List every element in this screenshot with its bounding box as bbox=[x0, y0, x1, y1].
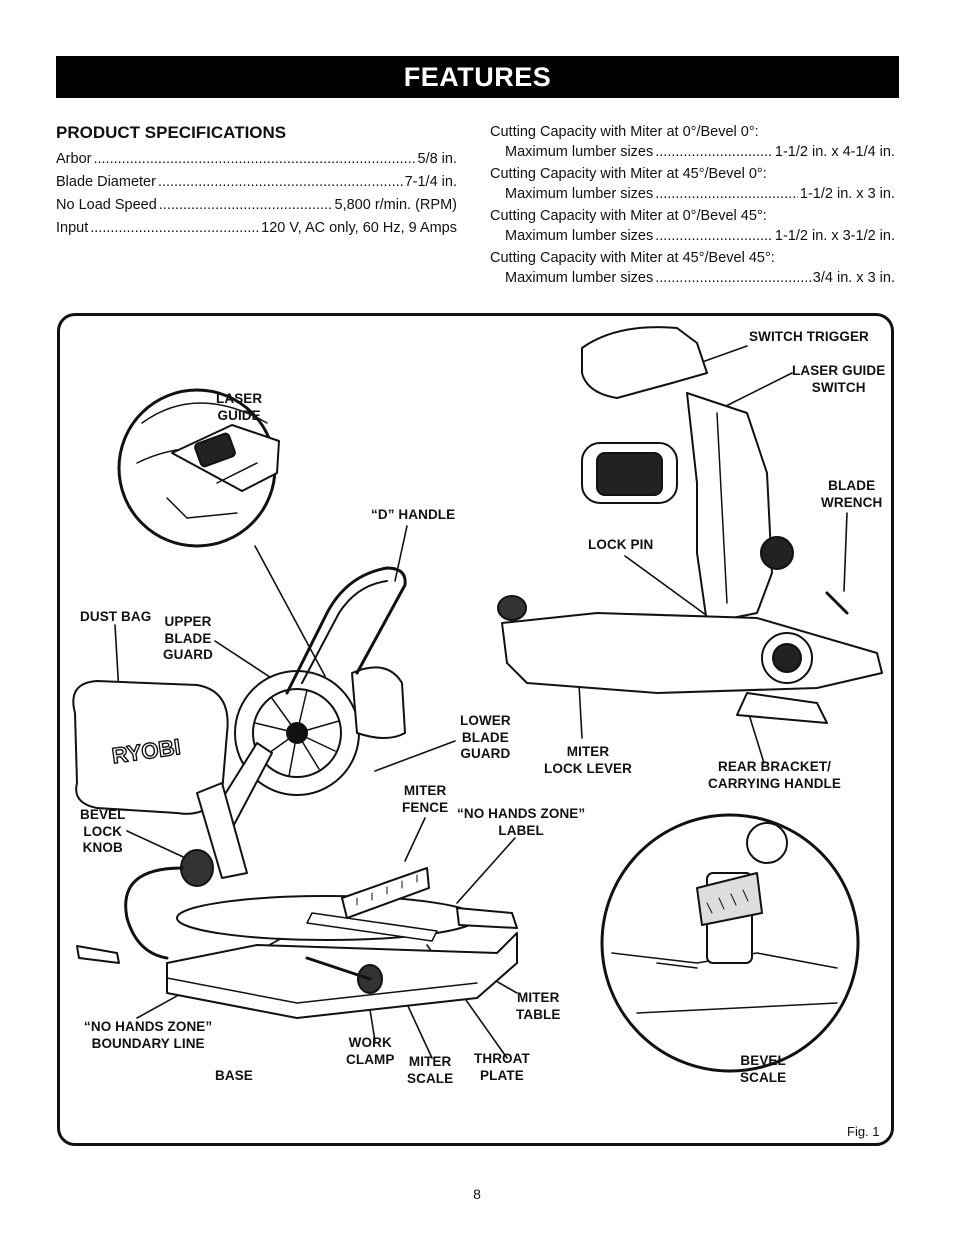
spec-row-no-load-speed: No Load Speed 5,800 r/min. (RPM) bbox=[56, 197, 457, 217]
dot-leader bbox=[655, 228, 773, 244]
callout-lower-blade-guard: LOWER BLADE GUARD bbox=[460, 713, 511, 761]
dot-leader bbox=[90, 220, 259, 236]
callout-throat-plate: THROAT PLATE bbox=[474, 1051, 530, 1083]
callout-laser-guide-switch: LASER GUIDE SWITCH bbox=[792, 363, 886, 395]
product-specifications-heading: PRODUCT SPECIFICATIONS bbox=[56, 123, 287, 142]
dot-leader bbox=[655, 186, 798, 202]
callout-d-handle: “D” HANDLE bbox=[371, 507, 456, 522]
figure-label: Fig. 1 bbox=[847, 1124, 880, 1139]
callout-base: BASE bbox=[215, 1068, 253, 1083]
laser-guide-detail-circle bbox=[117, 388, 280, 548]
features-banner: FEATURES bbox=[56, 56, 899, 98]
dot-leader bbox=[93, 151, 415, 167]
capacity-value: 1-1/2 in. x 4-1/4 in. bbox=[774, 144, 895, 160]
callout-lock-pin: LOCK PIN bbox=[588, 537, 654, 552]
callout-no-hands-zone-label: “NO HANDS ZONE” LABEL bbox=[457, 806, 586, 838]
capacity-row: Maximum lumber sizes 1-1/2 in. x 3-1/2 i… bbox=[505, 228, 895, 248]
spec-row-arbor: Arbor 5/8 in. bbox=[56, 151, 457, 171]
spec-value: 5/8 in. bbox=[417, 151, 458, 167]
bevel-scale-detail-circle bbox=[600, 813, 860, 1073]
capacity-label: Maximum lumber sizes bbox=[505, 186, 654, 202]
capacity-value: 1-1/2 in. x 3-1/2 in. bbox=[774, 228, 895, 244]
capacity-label: Maximum lumber sizes bbox=[505, 144, 654, 160]
callout-bevel-scale: BEVEL SCALE bbox=[740, 1053, 787, 1085]
capacity-title: Cutting Capacity with Miter at 45°/Bevel… bbox=[490, 166, 767, 182]
dot-leader bbox=[655, 270, 811, 286]
capacity-value: 3/4 in. x 3 in. bbox=[812, 270, 895, 286]
callout-dust-bag: DUST BAG bbox=[80, 609, 152, 624]
miter-saw-illustration: RYOBI bbox=[72, 326, 883, 1073]
spec-value: 7-1/4 in. bbox=[404, 174, 457, 190]
capacity-row: Maximum lumber sizes 3/4 in. x 3 in. bbox=[505, 270, 895, 290]
callout-miter-scale: MITER SCALE bbox=[407, 1054, 454, 1086]
spec-value: 120 V, AC only, 60 Hz, 9 Amps bbox=[261, 220, 457, 236]
callout-miter-table: MITER TABLE bbox=[516, 990, 561, 1022]
capacity-title: Cutting Capacity with Miter at 0°/Bevel … bbox=[490, 124, 759, 140]
callout-miter-fence: MITER FENCE bbox=[402, 783, 449, 815]
capacity-label: Maximum lumber sizes bbox=[505, 270, 654, 286]
callout-bevel-lock-knob: BEVEL LOCK KNOB bbox=[80, 807, 126, 855]
callout-blade-wrench: BLADE WRENCH bbox=[821, 478, 883, 510]
callout-miter-lock-lever: MITER LOCK LEVER bbox=[544, 744, 633, 776]
dot-leader bbox=[158, 174, 403, 190]
capacity-title: Cutting Capacity with Miter at 45°/Bevel… bbox=[490, 250, 775, 266]
miter-saw-rear-view bbox=[497, 326, 883, 724]
capacity-value: 1-1/2 in. x 3 in. bbox=[799, 186, 895, 202]
spec-label: Arbor bbox=[56, 151, 92, 167]
capacity-row: Maximum lumber sizes 1-1/2 in. x 3 in. bbox=[505, 186, 895, 206]
callout-laser-guide: LASER GUIDE bbox=[216, 391, 263, 423]
callout-no-hands-zone-boundary-line: “NO HANDS ZONE” BOUNDARY LINE bbox=[84, 1019, 213, 1051]
spec-label: No Load Speed bbox=[56, 197, 157, 213]
miter-saw-main-view: RYOBI bbox=[72, 566, 518, 1019]
spec-row-input: Input 120 V, AC only, 60 Hz, 9 Amps bbox=[56, 220, 457, 240]
callout-upper-blade-guard: UPPER BLADE GUARD bbox=[163, 614, 213, 662]
page-number: 8 bbox=[473, 1186, 481, 1202]
callout-switch-trigger: SWITCH TRIGGER bbox=[749, 329, 869, 344]
spec-value: 5,800 r/min. (RPM) bbox=[334, 197, 457, 213]
spec-label: Blade Diameter bbox=[56, 174, 156, 190]
capacity-label: Maximum lumber sizes bbox=[505, 228, 654, 244]
dot-leader bbox=[655, 144, 773, 160]
callout-work-clamp: WORK CLAMP bbox=[346, 1035, 395, 1067]
spec-row-blade-diameter: Blade Diameter 7-1/4 in. bbox=[56, 174, 457, 194]
callout-rear-bracket-carrying-handle: REAR BRACKET/ CARRYING HANDLE bbox=[708, 759, 841, 791]
figure-frame bbox=[57, 313, 894, 1146]
capacity-row: Maximum lumber sizes 1-1/2 in. x 4-1/4 i… bbox=[505, 144, 895, 164]
capacity-title: Cutting Capacity with Miter at 0°/Bevel … bbox=[490, 208, 767, 224]
spec-label: Input bbox=[56, 220, 89, 236]
dot-leader bbox=[159, 197, 333, 213]
